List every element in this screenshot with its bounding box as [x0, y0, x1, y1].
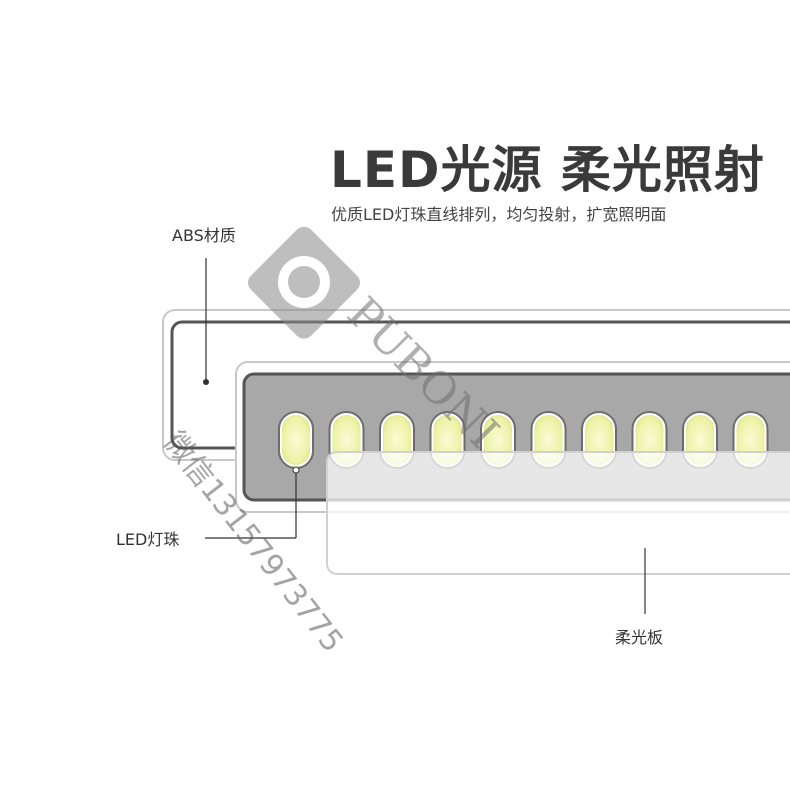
abs-callout-dot — [203, 379, 209, 385]
headline: LED光源 柔光照射 — [330, 141, 765, 199]
led-beads-label: LED灯珠 — [116, 530, 180, 549]
led-bead — [280, 413, 312, 467]
diffuser-label: 柔光板 — [615, 628, 664, 647]
abs-material-label: ABS材质 — [172, 226, 236, 245]
subheadline: 优质LED灯珠直线排列，均匀投射，扩宽照明面 — [331, 205, 667, 224]
diffuser-panel — [326, 451, 790, 575]
led-callout-dot — [292, 466, 300, 474]
